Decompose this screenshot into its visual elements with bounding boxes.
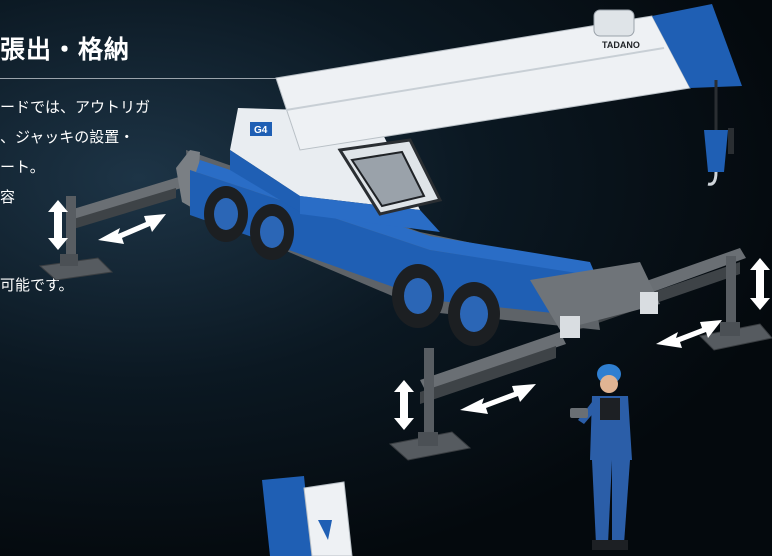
vertical-double-arrow-icon	[48, 200, 68, 250]
model-badge-bg	[250, 122, 272, 136]
outrigger-left-front	[38, 176, 188, 281]
page-title: 張出・格納	[0, 35, 131, 64]
crane-boom: TADANO	[275, 4, 742, 186]
vertical-double-arrow-icon	[750, 258, 770, 310]
model-badge: G4	[254, 125, 268, 136]
remote-controller-icon	[570, 408, 588, 418]
vertical-double-arrow-icon	[394, 380, 414, 430]
title-divider	[0, 78, 300, 79]
hook-icon	[707, 171, 718, 186]
secondary-crane	[262, 476, 353, 556]
description-line-2: 、ジャッキの設置・	[0, 128, 135, 146]
brand-badge: TADANO	[602, 40, 640, 50]
outrigger-front-center	[388, 332, 566, 461]
description-tail: 可能です。	[0, 276, 74, 294]
horizontal-double-arrow-icon	[460, 384, 536, 414]
horizontal-double-arrow-icon	[656, 320, 722, 348]
description-line-3: ート。	[0, 158, 45, 176]
description-text: ードでは、アウトリガ 、ジャッキの設置・ ート。 容	[0, 92, 220, 212]
operator-figure-icon	[570, 364, 632, 550]
description-line-1: ードでは、アウトリガ	[0, 98, 151, 116]
description-line-4: 容	[0, 188, 16, 206]
horizontal-double-arrow-icon	[98, 214, 166, 244]
